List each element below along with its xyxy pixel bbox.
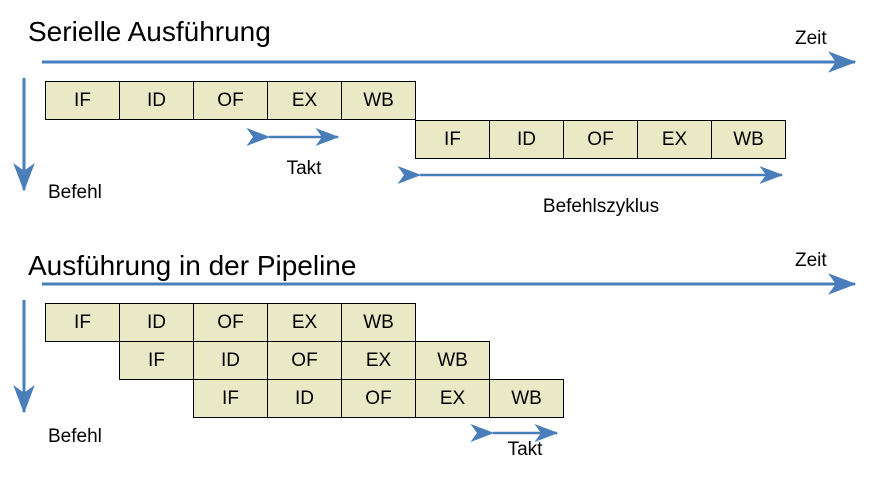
pipeline-row2-cell-of: OF <box>267 341 342 380</box>
serial-row1-cell-wb: WB <box>341 81 416 120</box>
pipeline-row3-cell-if: IF <box>193 379 268 418</box>
pipeline-row2-cell-if: IF <box>119 341 194 380</box>
serial-instruction-axis-label: Befehl <box>48 182 102 203</box>
pipeline-row3-cell-of: OF <box>341 379 416 418</box>
pipeline-row1-cell-of: OF <box>193 303 268 342</box>
serial-row1-cell-id: ID <box>119 81 194 120</box>
serial-takt-label: Takt <box>286 158 322 179</box>
pipeline-time-axis-label: Zeit <box>795 250 827 271</box>
serial-row1-cell-ex: EX <box>267 81 342 120</box>
pipeline-row1-cell-id: ID <box>119 303 194 342</box>
serial-row1-cell-of: OF <box>193 81 268 120</box>
serial-row2-cell-if: IF <box>415 120 490 159</box>
pipeline-row2-cell-id: ID <box>193 341 268 380</box>
serial-row2-cell-of: OF <box>563 120 638 159</box>
pipeline-row3-cell-id: ID <box>267 379 342 418</box>
serial-row2-cell-id: ID <box>489 120 564 159</box>
pipeline-instruction-axis-label: Befehl <box>48 426 102 447</box>
pipeline-row2-cell-wb: WB <box>415 341 490 380</box>
pipeline-takt-label: Takt <box>507 439 543 460</box>
pipeline-row2-cell-ex: EX <box>341 341 416 380</box>
serial-row1-cell-if: IF <box>45 81 120 120</box>
pipeline-row3-cell-wb: WB <box>489 379 564 418</box>
serial-section-title: Serielle Ausführung <box>28 16 271 47</box>
pipeline-row1-cell-wb: WB <box>341 303 416 342</box>
serial-row2-cell-ex: EX <box>637 120 712 159</box>
serial-time-axis-label: Zeit <box>795 28 827 49</box>
serial-befehlszyklus-label: Befehlszyklus <box>542 196 660 217</box>
pipeline-row1-cell-ex: EX <box>267 303 342 342</box>
pipeline-row3-cell-ex: EX <box>415 379 490 418</box>
serial-row2-cell-wb: WB <box>711 120 786 159</box>
pipeline-section-title: Ausführung in der Pipeline <box>28 250 357 281</box>
pipeline-row1-cell-if: IF <box>45 303 120 342</box>
